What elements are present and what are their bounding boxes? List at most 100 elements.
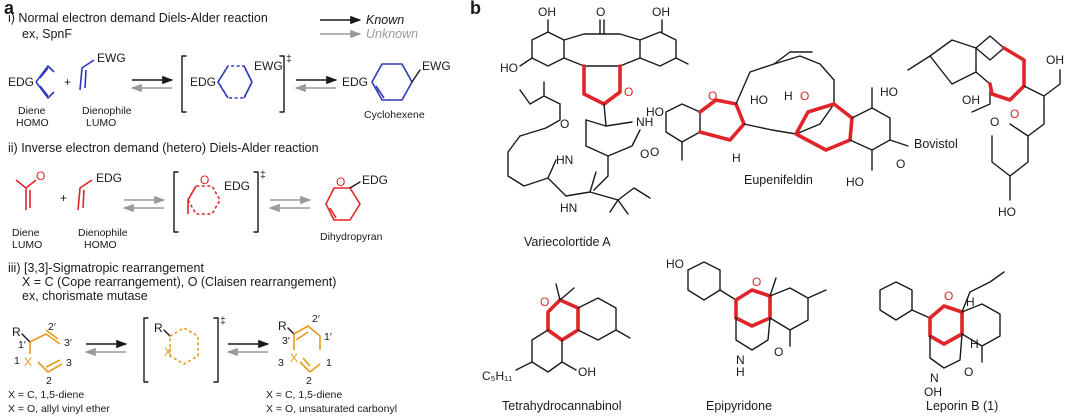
svg-text:O: O bbox=[624, 85, 633, 99]
compound-leporin: Leporin B (1) bbox=[926, 399, 998, 413]
svg-text:1′: 1′ bbox=[324, 331, 332, 343]
section-ii-title: ii) Inverse electron demand (hetero) Die… bbox=[8, 141, 319, 155]
svg-text:H: H bbox=[736, 365, 745, 379]
svg-text:‡: ‡ bbox=[260, 169, 266, 181]
svg-text:HO: HO bbox=[998, 205, 1016, 219]
svg-text:OH: OH bbox=[578, 365, 596, 379]
edg-label: EDG bbox=[8, 75, 34, 89]
dienophile-ii: EDG bbox=[77, 171, 122, 211]
svg-text:HN: HN bbox=[556, 153, 573, 167]
svg-text:3: 3 bbox=[278, 357, 284, 369]
left-note-1: X = C, 1,5-diene bbox=[8, 389, 84, 401]
svg-text:X: X bbox=[24, 355, 32, 369]
svg-text:EWG: EWG bbox=[254, 59, 283, 73]
transition-state-i: EDG EWG ‡ bbox=[181, 53, 292, 113]
svg-text:3′: 3′ bbox=[64, 337, 72, 349]
eupenifeldin-structure: HO O O H HO H O HO O bbox=[646, 51, 909, 189]
section-i-title: i) Normal electron demand Diels-Alder re… bbox=[8, 11, 268, 25]
svg-text:HO: HO bbox=[750, 93, 768, 107]
svg-text:O: O bbox=[774, 345, 783, 359]
variecolortide-structure: OH O OH HO O O NH HN O HN bbox=[500, 5, 689, 215]
right-note-1: X = C, 1,5-diene bbox=[266, 389, 342, 401]
svg-text:H: H bbox=[732, 151, 741, 165]
transition-state-ii: O EDG ‡ bbox=[173, 169, 266, 233]
ewg-label: EWG bbox=[97, 51, 126, 65]
product-cyclohexene: Cyclohexene bbox=[364, 109, 425, 121]
svg-text:EDG: EDG bbox=[224, 179, 250, 193]
diene-i: EDG bbox=[8, 65, 55, 99]
svg-text:O: O bbox=[896, 157, 905, 171]
svg-text:3: 3 bbox=[66, 357, 72, 369]
svg-text:H: H bbox=[966, 295, 975, 309]
reactant-iii: R X 1′ 2′ 3′ 1 2 3 bbox=[12, 321, 72, 387]
svg-text:OH: OH bbox=[962, 93, 980, 107]
compound-variecolortide: Variecolortide A bbox=[524, 235, 611, 249]
svg-text:X: X bbox=[164, 345, 172, 359]
dienophile-label-ii: Dienophile bbox=[78, 227, 128, 239]
svg-text:1′: 1′ bbox=[18, 339, 26, 351]
svg-text:HO: HO bbox=[846, 175, 864, 189]
svg-text:O: O bbox=[36, 169, 45, 183]
svg-text:O: O bbox=[708, 89, 717, 103]
svg-text:HO: HO bbox=[666, 257, 684, 271]
svg-text:3′: 3′ bbox=[282, 335, 290, 347]
svg-text:EDG: EDG bbox=[190, 75, 216, 89]
cyclohexene-product: EDG EWG bbox=[342, 59, 451, 101]
svg-text:O: O bbox=[990, 115, 999, 129]
dihydropyran-product: O EDG bbox=[325, 173, 388, 221]
bovistol-structure: OH O HO O OH HO bbox=[880, 35, 1064, 219]
svg-text:HO: HO bbox=[880, 85, 898, 99]
svg-text:O: O bbox=[560, 117, 569, 131]
svg-text:OH: OH bbox=[652, 5, 670, 19]
compound-bovistol: Bovistol bbox=[914, 137, 958, 151]
compound-eupenifeldin: Eupenifeldin bbox=[744, 173, 813, 187]
dienophile-sub: LUMO bbox=[86, 117, 116, 129]
svg-text:‡: ‡ bbox=[220, 315, 226, 327]
diene-label: Diene bbox=[18, 105, 46, 117]
svg-text:O: O bbox=[1010, 107, 1019, 121]
svg-text:‡: ‡ bbox=[286, 53, 292, 65]
right-note-2: X = O, unsaturated carbonyl bbox=[266, 403, 397, 415]
svg-text:EDG: EDG bbox=[362, 173, 388, 187]
svg-text:EDG: EDG bbox=[96, 171, 122, 185]
svg-text:OH: OH bbox=[538, 5, 556, 19]
svg-text:2: 2 bbox=[306, 375, 312, 387]
panel-b-letter: b bbox=[470, 0, 481, 18]
svg-text:HO: HO bbox=[500, 61, 518, 75]
section-iii-line2: X = C (Cope rearrangement), O (Claisen r… bbox=[22, 275, 336, 289]
svg-text:O: O bbox=[964, 365, 973, 379]
svg-text:2′: 2′ bbox=[48, 321, 56, 333]
svg-text:R: R bbox=[278, 319, 287, 333]
svg-text:O: O bbox=[800, 89, 809, 103]
svg-text:X: X bbox=[290, 351, 298, 365]
diene-sub: HOMO bbox=[16, 117, 49, 129]
product-iii: R X 2′ 1′ 3′ 3 2 1 bbox=[278, 313, 332, 387]
svg-text:O: O bbox=[640, 147, 649, 161]
svg-text:2: 2 bbox=[46, 375, 52, 387]
dienophile-label: Dienophile bbox=[82, 105, 132, 117]
dienophile-sub-ii: HOMO bbox=[84, 239, 117, 251]
section-iii-title: iii) [3,3]-Sigmatropic rearrangement bbox=[8, 261, 204, 275]
legend-known: Known bbox=[366, 13, 404, 27]
svg-text:O: O bbox=[200, 173, 209, 187]
svg-text:O: O bbox=[540, 295, 549, 309]
heterodiene-ii: O bbox=[15, 169, 45, 210]
epipyridone-structure: HO O N H O bbox=[666, 257, 827, 379]
svg-text:O: O bbox=[336, 175, 345, 189]
dienophile-i: EWG bbox=[79, 51, 126, 91]
svg-text:H: H bbox=[970, 337, 979, 351]
svg-text:OH: OH bbox=[924, 385, 942, 399]
svg-text:NH: NH bbox=[636, 115, 653, 129]
plus-sign: + bbox=[64, 75, 71, 89]
svg-text:R: R bbox=[154, 321, 163, 335]
compound-epipyridone: Epipyridone bbox=[706, 399, 772, 413]
svg-text:EWG: EWG bbox=[422, 59, 451, 73]
svg-text:N: N bbox=[930, 371, 939, 385]
svg-text:O: O bbox=[596, 5, 605, 19]
svg-text:N: N bbox=[736, 353, 745, 367]
svg-text:EDG: EDG bbox=[342, 75, 368, 89]
svg-text:C₅H₁₁: C₅H₁₁ bbox=[482, 369, 512, 383]
legend-unknown: Unknown bbox=[366, 27, 418, 41]
thc-structure: O OH C₅H₁₁ bbox=[482, 283, 631, 383]
